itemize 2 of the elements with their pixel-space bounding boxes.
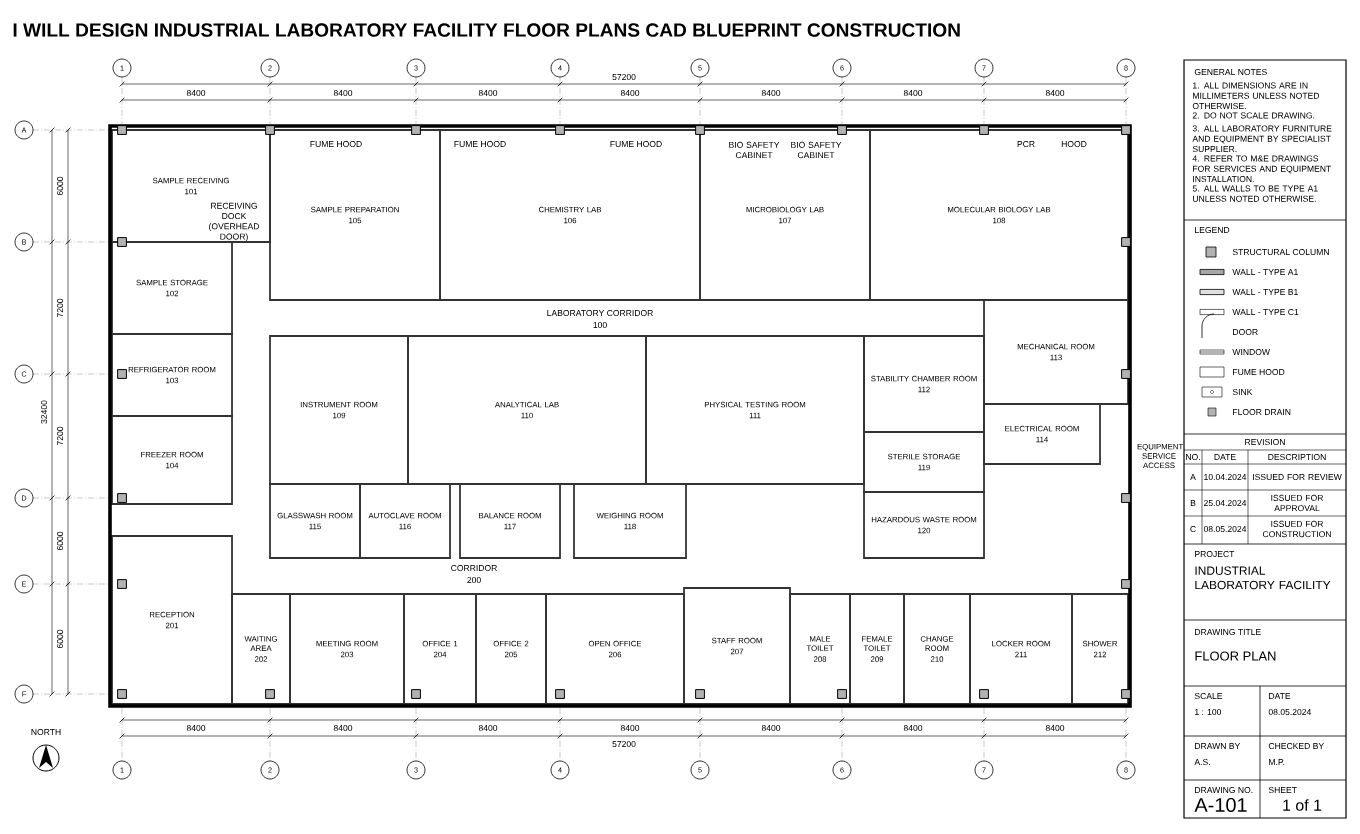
title: I WILL DESIGN INDUSTRIAL LABORATORY FACILITY FLOOR PLANS CAD BLUEPRINT CONSTRUCTION xyxy=(13,23,960,37)
drawing-number: A-101 xyxy=(1194,797,1247,813)
